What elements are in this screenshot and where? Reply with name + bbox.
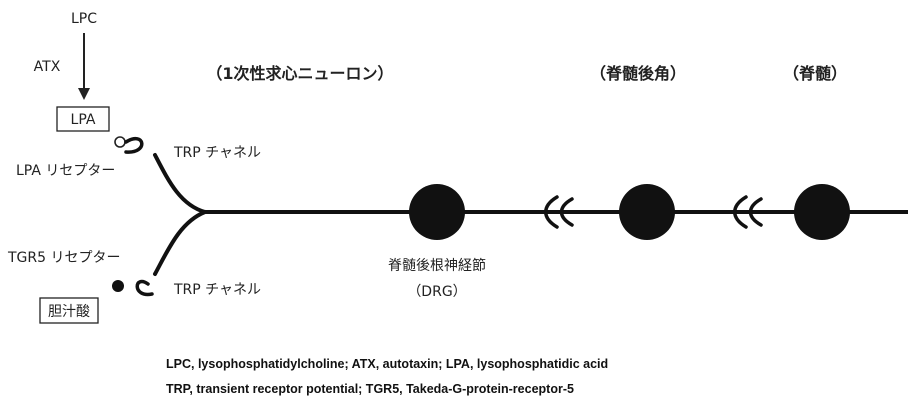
atx-label: ATX [34, 59, 61, 75]
header-primary-afferent-neuron: （1次性求心ニューロン） [206, 64, 393, 83]
drg-cell-body [409, 184, 465, 240]
lpc-arrow-head [78, 88, 90, 100]
trp-channel-bottom-label: TRP チャネル [173, 282, 261, 298]
neuron-lower-branch [153, 210, 207, 276]
synapse-1-outer [544, 195, 559, 229]
tgr5-receptor-shape [135, 279, 154, 297]
bile-acid-ligand [112, 280, 124, 292]
spinal-cord-neuron [794, 184, 850, 240]
dorsal-horn-neuron [619, 184, 675, 240]
trp-channel-top-label: TRP チャネル [173, 145, 261, 161]
neuron-upper-branch [153, 153, 207, 214]
synapse-1-inner [559, 197, 574, 227]
drg-abbrev-label: （DRG） [407, 284, 466, 300]
lpa-ligand [114, 136, 126, 148]
tgr5-receptor-label: TGR5 リセプター [7, 250, 121, 266]
synapse-2-inner [748, 197, 763, 227]
lpc-label: LPC [71, 11, 97, 27]
lpa-receptor-shape [124, 136, 144, 154]
drg-name-label: 脊髄後根神経節 [388, 257, 486, 274]
bile-acid-box [39, 297, 99, 324]
header-spinal-cord: （脊髄） [783, 64, 847, 83]
header-dorsal-horn: （脊髄後角） [590, 64, 686, 83]
bile-acid-label: 胆汁酸 [48, 304, 90, 320]
synapse-2-outer [733, 195, 748, 229]
lpa-label: LPA [71, 112, 96, 128]
lpa-receptor-label: LPA リセプター [16, 163, 115, 179]
lpa-box [56, 106, 110, 132]
legend-line-2: TRP, transient receptor potential; TGR5,… [166, 382, 574, 396]
legend-line-1: LPC, lysophosphatidylcholine; ATX, autot… [166, 357, 608, 371]
